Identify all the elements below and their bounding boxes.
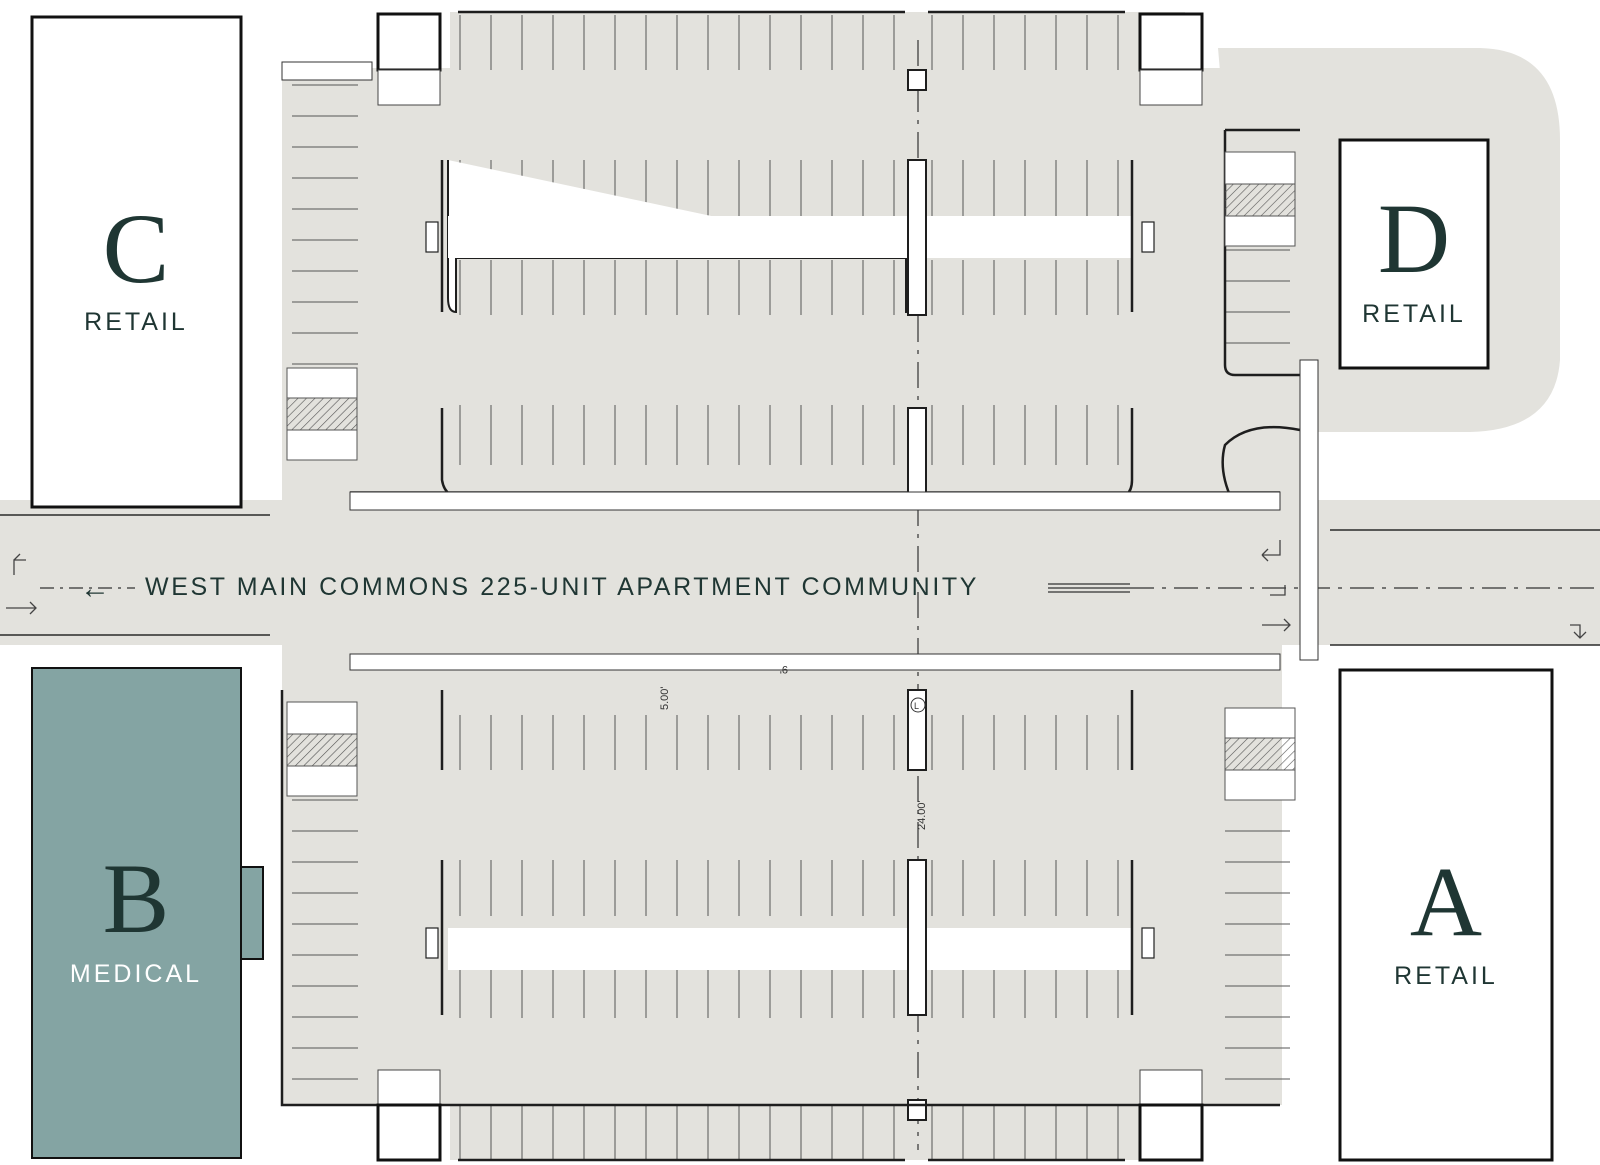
turn-arrow-icon [6, 540, 1587, 639]
light-poles [425, 221, 1155, 959]
dimension-label: 5.00' [659, 686, 671, 710]
dimension-label: 24.00' [916, 800, 928, 830]
sidewalks [281, 61, 1319, 671]
building-d[interactable]: D RETAIL [1338, 138, 1490, 370]
building-use: RETAIL [84, 308, 188, 336]
building-letter: B [103, 843, 170, 954]
parking-stalls [292, 15, 1290, 1160]
building-use: MEDICAL [70, 960, 202, 988]
road-label: WEST MAIN COMMONS 225-UNIT APARTMENT COM… [145, 573, 979, 601]
parking-islands [447, 69, 1132, 1121]
accessible-stalls [286, 151, 1296, 801]
centerline-marker-label: L [914, 701, 919, 711]
road-direction-arrow: ← [80, 572, 110, 605]
building-use: RETAIL [1394, 962, 1498, 990]
building-letter: A [1410, 846, 1482, 957]
building-letter: C [103, 193, 170, 304]
building-use: RETAIL [1362, 300, 1466, 328]
centerline-marker-icon [910, 697, 926, 713]
building-c[interactable]: C RETAIL [30, 15, 243, 509]
planters [376, 12, 1204, 1162]
building-letter: D [1378, 183, 1450, 294]
dimension-label: 9' [780, 663, 788, 675]
building-b[interactable]: B MEDICAL [31, 667, 264, 1159]
building-a[interactable]: A RETAIL [1338, 668, 1554, 1162]
